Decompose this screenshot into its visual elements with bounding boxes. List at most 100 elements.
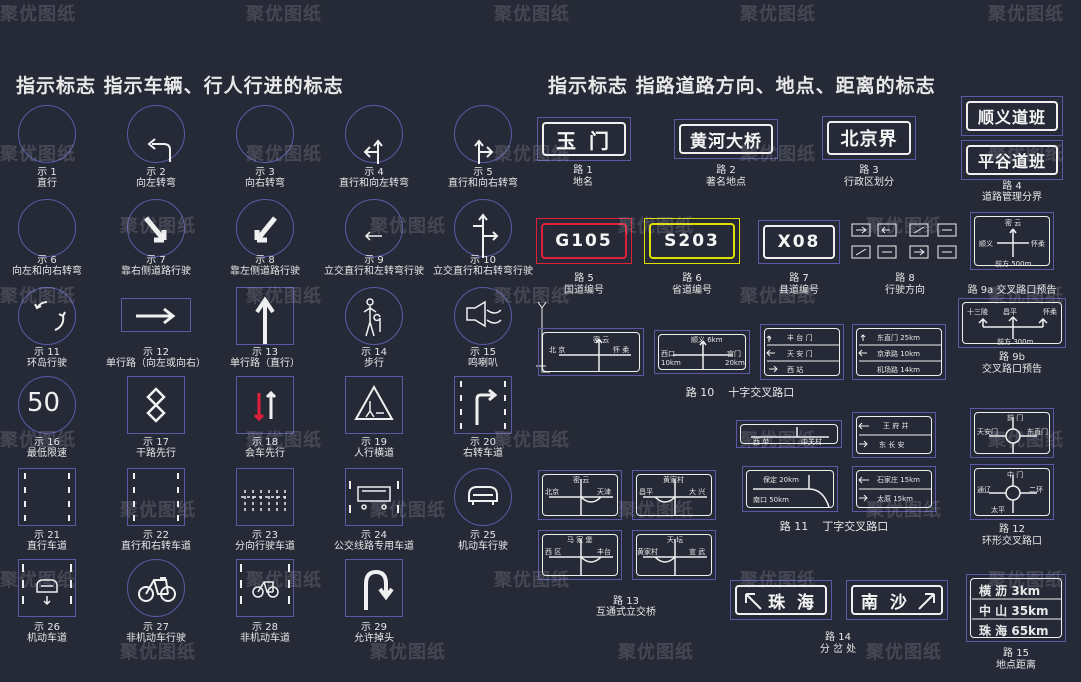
sign-18-symbol-icon — [253, 390, 277, 422]
caption-r5-name: 国道编号 — [564, 285, 604, 296]
caption-r6-num: 路 6 — [682, 273, 702, 284]
sign-15-frame — [454, 287, 512, 345]
sign-r15: 横 沥 3km 中 山 35km 珠 海 65km — [966, 574, 1066, 642]
sign-27-number: 示 27 — [143, 622, 169, 633]
sign-25-name: 机动车行驶 — [458, 541, 508, 552]
sign-11-symbol-icon — [34, 301, 66, 331]
caption-r7-num: 路 7 — [789, 273, 809, 284]
sign-16-name: 最低限速 — [27, 448, 67, 459]
r10d-l2: 京承路 10km — [877, 350, 921, 358]
sign-15-name: 鸣喇叭 — [468, 358, 498, 369]
sign-17-name: 干路先行 — [136, 448, 176, 459]
r9a-right: 怀柔 — [1031, 240, 1045, 248]
sign-r13-b: 黄家村 昌平 大 兴 — [632, 470, 716, 520]
r11d-l1: 石家庄 15km — [877, 476, 921, 484]
r11d-arrows — [858, 476, 931, 502]
sign-21-number: 示 21 — [34, 530, 60, 541]
sign-17-symbol-icon — [146, 387, 166, 423]
sign-r14-a: 珠 海 — [730, 580, 832, 620]
r9a-junction-lines — [997, 228, 1029, 257]
r13a-right: 天津 — [597, 488, 611, 496]
r15-l3: 珠 海 65km — [979, 624, 1049, 638]
sign-20-number: 示 20 — [470, 437, 496, 448]
sign-6-symbol-icon — [17, 198, 77, 258]
sign-28-symbol-icon — [240, 564, 290, 604]
sign-26-name: 机动车道 — [27, 633, 67, 644]
sign-22-frame — [127, 468, 185, 526]
r9b-mid: 昌平 — [1003, 308, 1017, 316]
r10c-arrows — [766, 335, 839, 373]
r13b-interchange — [643, 479, 707, 515]
sign-r7: X08 — [758, 220, 840, 264]
sign-29-name: 允许掉头 — [354, 633, 394, 644]
r13a-top: 密 云 — [573, 476, 590, 484]
caption-r15-num: 路 15 — [1003, 648, 1029, 659]
caption-r12-name: 环形交叉路口 — [982, 536, 1042, 547]
sign-19-number: 示 19 — [361, 437, 387, 448]
r15-l1: 横 沥 3km — [979, 584, 1041, 598]
sign-r9a: 密 云 顺义 怀柔 前方 500m — [970, 212, 1054, 270]
sign-r3: 北京界 — [822, 116, 916, 160]
caption-r9b-name: 交叉路口预告 — [982, 364, 1042, 375]
r13c-right: 丰台 — [597, 548, 611, 556]
sign-r10-c: 丰 台 门 天 安 门 西 站 — [760, 324, 844, 380]
r10b-d1: 10km — [661, 359, 681, 367]
sign-9-frame — [345, 199, 403, 257]
caption-r13-num: 路 13 — [613, 596, 639, 607]
sign-r14-text-a: 珠 海 — [735, 585, 827, 615]
left-heading: 指示标志 指示车辆、行人行进的标志 — [16, 75, 344, 97]
r13a-left: 北京 — [545, 488, 559, 496]
sign-26-number: 示 26 — [34, 622, 60, 633]
sign-20-frame — [454, 376, 512, 434]
sign-20-name: 右转车道 — [463, 448, 503, 459]
caption-r10: 路 10 十字交叉路口 — [686, 387, 795, 399]
sign-24-frame — [345, 468, 403, 526]
sign-23-number: 示 23 — [252, 530, 278, 541]
sign-19-symbol-icon — [354, 384, 394, 420]
sign-1-name: 直行 — [37, 178, 57, 189]
sign-7-symbol-icon — [144, 216, 167, 243]
sign-r2: 黄河大桥 — [674, 119, 778, 159]
sign-25-number: 示 25 — [470, 530, 496, 541]
sign-r6: S203 — [644, 218, 740, 264]
r12a-top: 前 门 — [1007, 414, 1024, 422]
caption-r9a-name: 交叉路口预告 — [996, 285, 1057, 296]
sign-3-symbol-icon — [235, 104, 295, 164]
r13c-left: 西 区 — [545, 548, 562, 556]
caption-r14-num: 路 14 — [825, 632, 851, 643]
sign-19-name: 人行横道 — [354, 448, 394, 459]
sign-26-frame — [18, 559, 76, 617]
sign-13-name: 单行路（直行） — [230, 358, 300, 369]
sign-r13-d: 天 坛 黄家村 宣 武 — [632, 530, 716, 580]
r13d-left: 黄家村 — [637, 548, 658, 556]
sign-29-symbol-icon — [364, 569, 394, 610]
sign-7-frame — [127, 199, 185, 257]
caption-r8-num: 路 8 — [895, 273, 915, 284]
sign-1-symbol-icon — [17, 104, 77, 164]
watermark-text: 聚优图纸 — [494, 4, 570, 25]
sign-8-name: 靠左侧道路行驶 — [230, 266, 300, 277]
sign-8-symbol-icon — [254, 216, 277, 243]
r11b-top: 保定 20km — [763, 476, 800, 484]
sign-r11-d: 石家庄 15km 太原 15km — [852, 466, 936, 512]
r13d-interchange — [643, 539, 707, 575]
r10a-top: 密 云 — [593, 336, 610, 344]
sign-11-frame — [18, 287, 76, 345]
watermark-text: 聚优图纸 — [740, 4, 816, 25]
sign-7-name: 靠右侧道路行驶 — [121, 266, 191, 277]
caption-r3-num: 路 3 — [859, 165, 879, 176]
r11c-l2: 东 长 安 — [879, 441, 905, 449]
caption-r10-num: 路 10 — [685, 386, 715, 399]
r11b-curve — [753, 475, 830, 508]
r10d-l1: 东直门 25km — [877, 334, 921, 342]
r12a-left: 天安门 — [977, 428, 998, 436]
r9a-top: 密 云 — [1005, 219, 1022, 227]
r10a-cross-lines — [559, 338, 631, 371]
sign-17-frame — [127, 376, 185, 434]
caption-r14-name: 分 岔 处 — [819, 644, 857, 655]
sign-6-name: 向左和向右转弯 — [12, 266, 82, 277]
sign-4-symbol-icon — [363, 139, 383, 164]
sign-27-symbol-icon — [138, 577, 176, 602]
sign-r7-text: X08 — [763, 225, 835, 259]
sign-10-number: 示 10 — [470, 255, 496, 266]
